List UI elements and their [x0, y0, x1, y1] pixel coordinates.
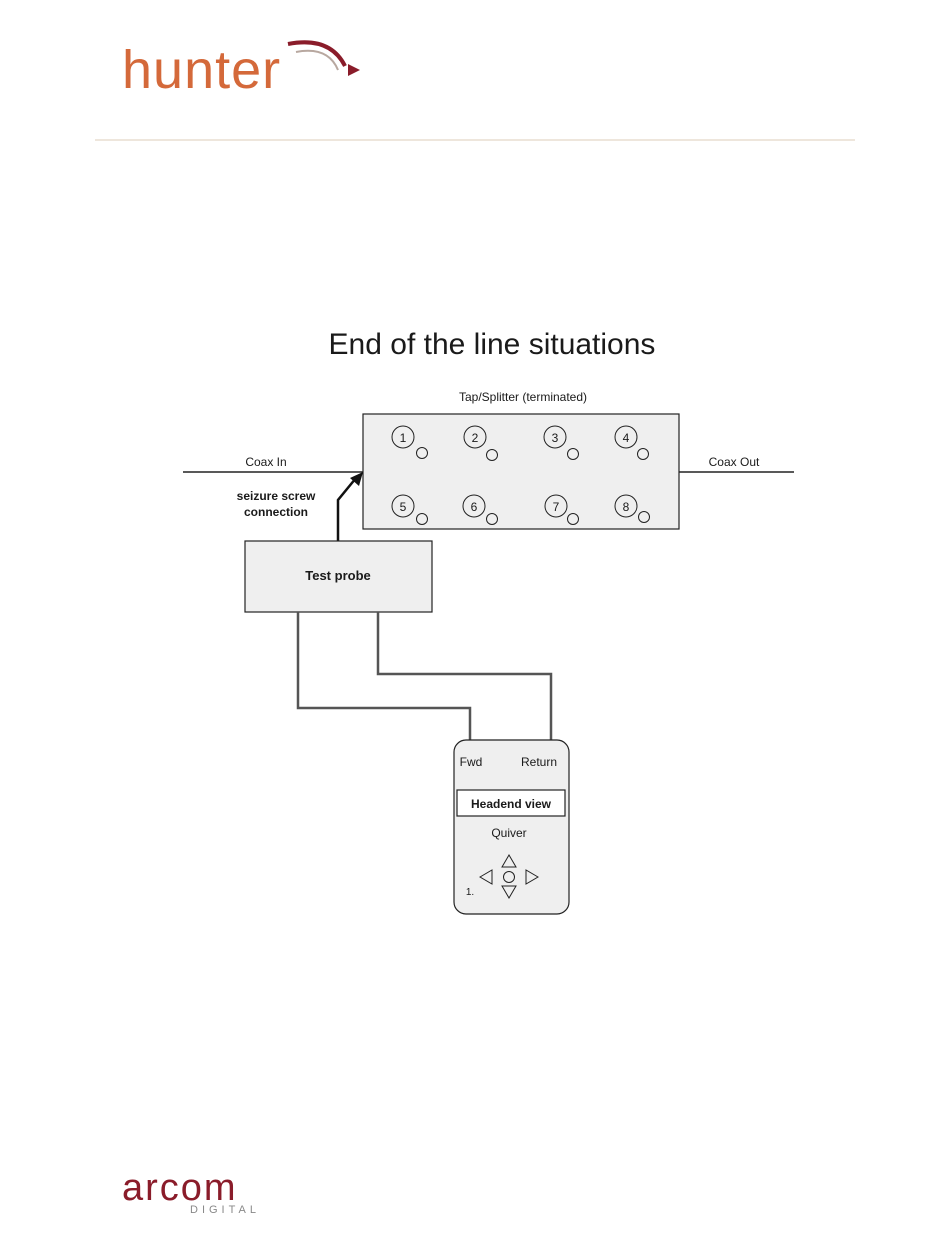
- fwd-label: Fwd: [460, 755, 483, 769]
- tap-label: Tap/Splitter (terminated): [459, 390, 587, 404]
- swoosh-inner-icon: [296, 51, 338, 70]
- arrow-right-icon: [348, 64, 360, 76]
- meter-screen-text: Headend view: [471, 797, 552, 811]
- hunter-logo: hunter: [122, 40, 360, 100]
- swoosh-icon: [288, 42, 345, 66]
- return-label: Return: [521, 755, 557, 769]
- arcom-logo-text: arcom: [122, 1167, 238, 1209]
- seizure-label-line1: seizure screw: [237, 489, 316, 503]
- port-number: 6: [471, 500, 478, 514]
- seizure-label-line2: connection: [244, 505, 308, 519]
- port-number: 8: [623, 500, 630, 514]
- arcom-logo-sub: DIGITAL: [190, 1204, 260, 1216]
- hunter-logo-text: hunter: [122, 40, 281, 100]
- port-number: 5: [400, 500, 407, 514]
- meter-name: Quiver: [491, 826, 526, 840]
- return-cable: [378, 612, 551, 743]
- fwd-cable: [298, 612, 470, 743]
- port-number: 4: [623, 431, 630, 445]
- port-number: 2: [472, 431, 479, 445]
- port-number: 1: [400, 431, 407, 445]
- seizure-connector-line: [338, 478, 356, 541]
- test-probe-label: Test probe: [305, 568, 371, 583]
- diagram-title: End of the line situations: [329, 328, 656, 361]
- port-number: 3: [552, 431, 559, 445]
- meter-index: 1.: [466, 887, 474, 898]
- coax-in-label: Coax In: [245, 455, 286, 469]
- coax-out-label: Coax Out: [709, 455, 760, 469]
- port-number: 7: [553, 500, 560, 514]
- tap-splitter-box: [363, 414, 679, 529]
- arcom-logo: arcom DIGITAL: [122, 1167, 260, 1216]
